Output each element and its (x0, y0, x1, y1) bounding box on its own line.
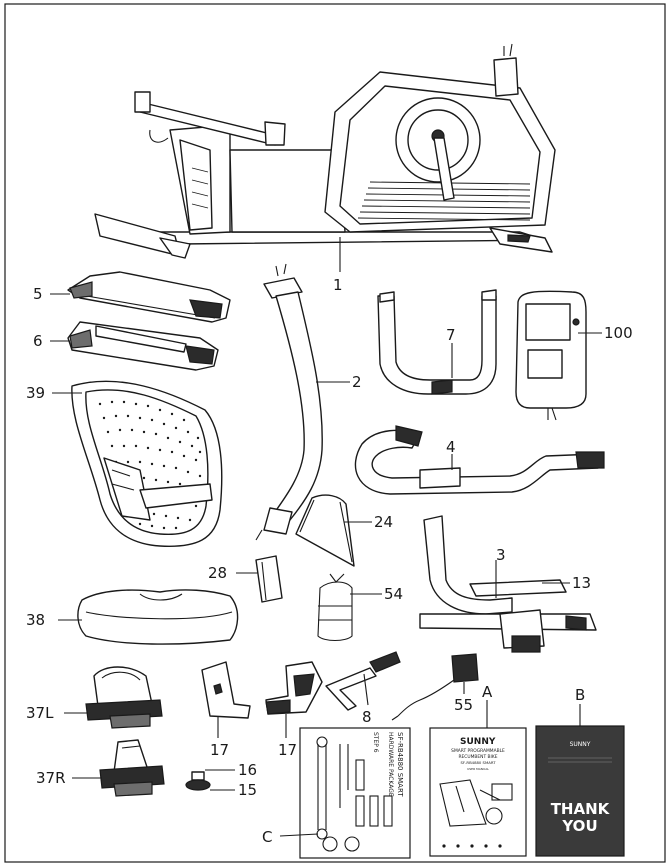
callout-5: 5 (33, 285, 43, 303)
callout-4: 4 (446, 438, 456, 456)
part-17-left-cover (201, 661, 251, 719)
callout-39: 39 (26, 384, 45, 402)
callout-16: 16 (238, 761, 257, 779)
callout-B: B (575, 686, 585, 704)
callout-13: 13 (572, 574, 591, 592)
callout-C: C (262, 828, 272, 846)
callout-28: 28 (208, 564, 227, 582)
part-seat-cushion (77, 589, 239, 645)
callout-6: 6 (33, 332, 43, 350)
part-rear-handlebar (354, 425, 605, 495)
callout-3: 3 (496, 546, 506, 564)
user-manual: SUNNY SMART PROGRAMMABLE RECUMBENT BIKE … (429, 727, 527, 857)
part-console (515, 290, 587, 421)
callout-A: A (482, 683, 493, 701)
callout-37R: 37R (36, 769, 66, 787)
part-28-bracket (255, 555, 283, 603)
callout-17b: 17 (278, 741, 297, 759)
callout-24: 24 (374, 513, 393, 531)
part-seat-tube (255, 263, 323, 541)
thanks-card-brand: SUNNY (570, 741, 591, 748)
part-front-stabilizer (67, 271, 231, 323)
part-slider-rail (419, 609, 597, 653)
diagram-frame (4, 3, 666, 863)
callout-2: 2 (352, 373, 362, 391)
part-crank-handle (325, 651, 401, 711)
callout-1: 1 (333, 276, 343, 294)
hardware-card: SF-RB4880 SMART HARDWARE PACKAGE STEP 6 (299, 727, 411, 859)
callout-38: 38 (26, 611, 45, 629)
part-pedal-right (99, 739, 165, 797)
hardware-card-heading: SF-RB4880 SMART (396, 732, 404, 797)
part-front-handlebar (377, 289, 497, 395)
callout-37L: 37L (26, 704, 54, 722)
part-cover (295, 494, 355, 567)
manual-title-line1: SMART PROGRAMMABLE (451, 748, 505, 754)
part-pedal-left (85, 666, 163, 729)
manual-model: SF-RB4880 SMART (460, 760, 496, 765)
hardware-card-step: STEP 6 (372, 732, 379, 753)
part-knob-bolt (185, 771, 211, 791)
part-backrest (71, 380, 223, 547)
hardware-card-subheading: HARDWARE PACKAGE (387, 732, 394, 797)
callout-17a: 17 (210, 741, 229, 759)
part-17-right-cover (265, 661, 323, 715)
part-rear-stabilizer (67, 321, 219, 371)
callout-55: 55 (454, 696, 473, 714)
callout-15: 15 (238, 781, 257, 799)
part-main-frame (94, 43, 556, 259)
thanks-card-line2: YOU (561, 817, 597, 835)
leader-8 (363, 673, 369, 706)
thanks-card-line1: THANK (551, 800, 611, 818)
callout-8: 8 (362, 708, 372, 726)
thank-you-card: SUNNY THANK YOU (535, 725, 625, 857)
callout-100: 100 (604, 324, 633, 342)
part-seat-frame (423, 515, 567, 615)
manual-subtitle: USER MANUAL (467, 767, 489, 771)
callout-7: 7 (446, 326, 456, 344)
manual-brand: SUNNY (460, 737, 496, 747)
part-power-adapter (391, 653, 479, 721)
manual-title-line2: RECUMBENT BIKE (458, 754, 497, 760)
callout-54: 54 (384, 585, 403, 603)
part-bottle-holder (317, 573, 353, 642)
leader-C (279, 833, 319, 837)
